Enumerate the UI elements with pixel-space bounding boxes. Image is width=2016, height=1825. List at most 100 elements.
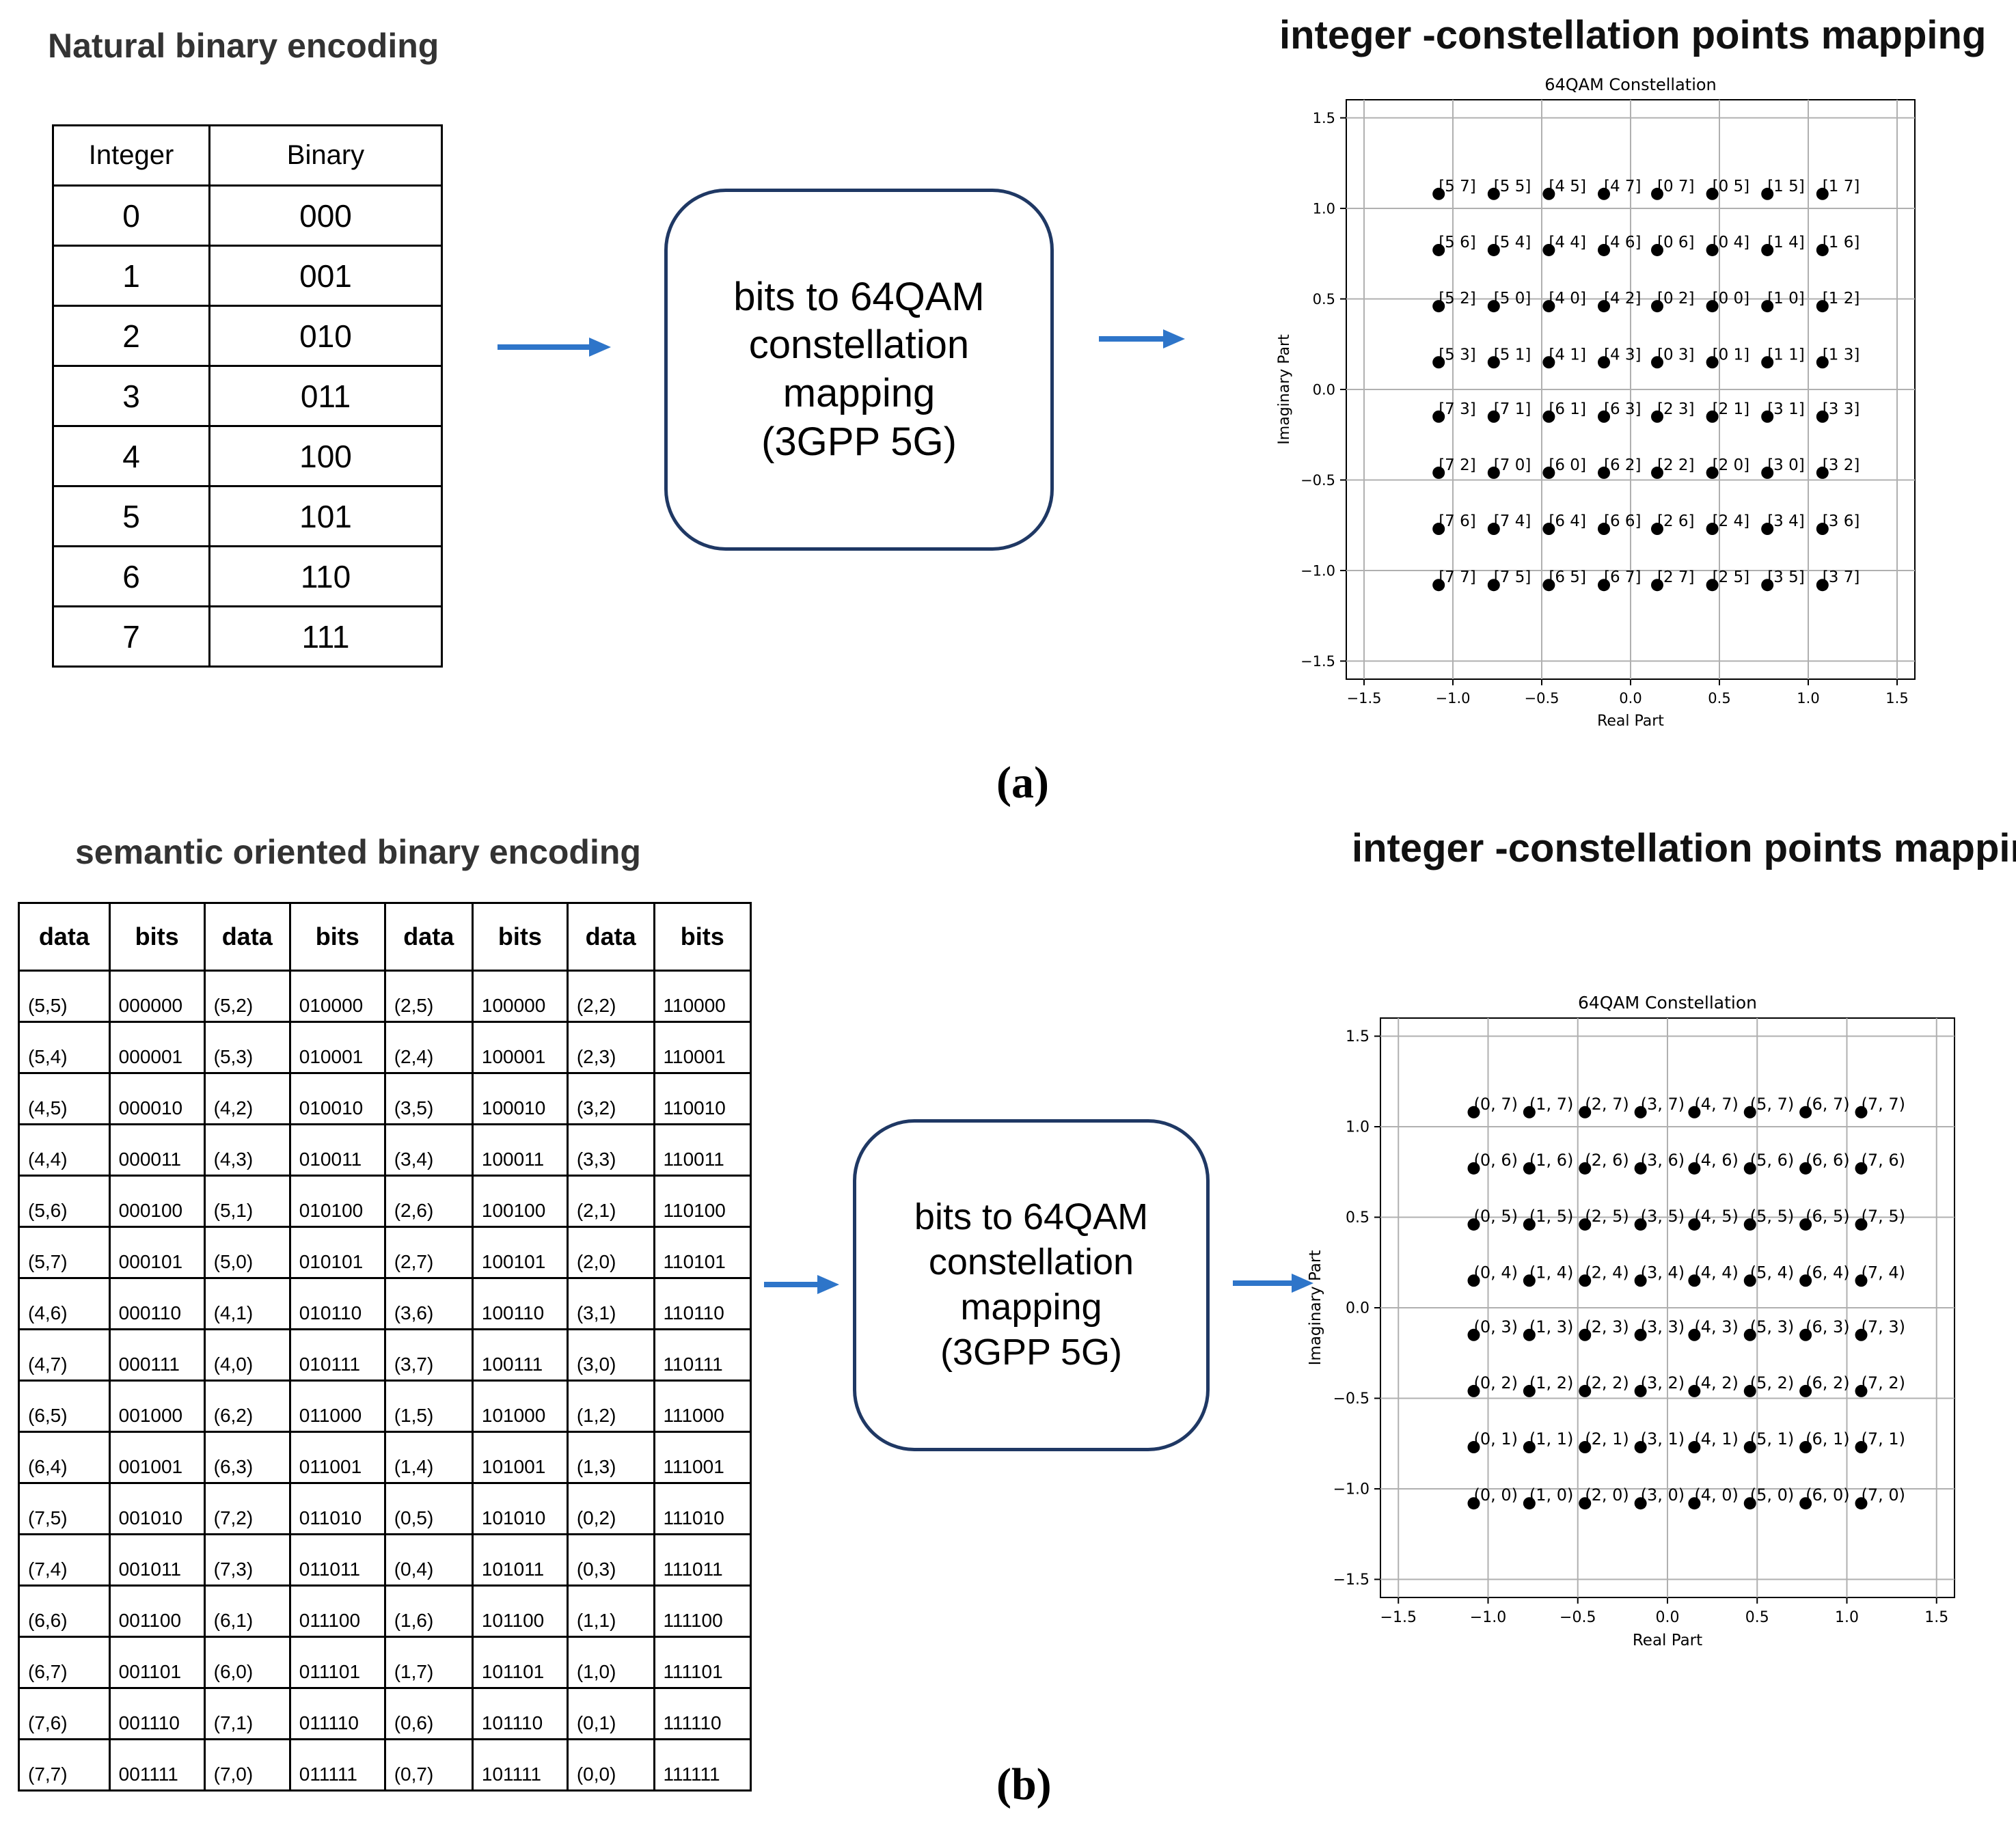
y-tick-label: −1.0 xyxy=(1333,1481,1370,1498)
point-label: (2, 2) xyxy=(1585,1373,1629,1392)
constellation-point xyxy=(1523,1162,1536,1175)
panel-a-right-heading: integer -constellation points mapping xyxy=(1279,13,1987,57)
table-cell: 010011 xyxy=(288,1123,386,1177)
constellation-point xyxy=(1688,1328,1701,1341)
constellation-point xyxy=(1523,1497,1536,1510)
point-label: (6, 4) xyxy=(1806,1263,1850,1282)
table-cell: 110101 xyxy=(653,1226,752,1279)
table-cell: (3,2) xyxy=(566,1072,655,1125)
point-label: [2 3] xyxy=(1657,400,1695,418)
point-label: (6, 3) xyxy=(1806,1317,1850,1336)
point-label: (2, 0) xyxy=(1585,1485,1629,1505)
panel-b-left-heading: semantic oriented binary encoding xyxy=(75,833,641,871)
constellation-point xyxy=(1688,1162,1701,1175)
constellation-point xyxy=(1523,1384,1536,1397)
y-tick-label: −1.5 xyxy=(1300,653,1335,670)
y-tick-label: 0.5 xyxy=(1313,291,1335,307)
point-label: (4, 4) xyxy=(1694,1263,1739,1282)
constellation-point xyxy=(1542,579,1555,592)
constellation-point xyxy=(1487,579,1500,592)
table-cell: (6,6) xyxy=(18,1584,111,1638)
table-header-cell: bits xyxy=(471,902,569,972)
constellation-point xyxy=(1706,466,1719,479)
constellation-point xyxy=(1706,523,1719,536)
point-label: (6, 1) xyxy=(1806,1429,1850,1449)
chart-title: 64QAM Constellation xyxy=(1544,75,1717,94)
point-label: [5 0] xyxy=(1494,290,1531,307)
table-row: (5,4)000001(5,3)010001(2,4)100001(2,3)11… xyxy=(18,1021,752,1074)
y-tick-label: 0.0 xyxy=(1313,381,1335,398)
point-label: (7, 5) xyxy=(1862,1207,1906,1226)
constellation-point xyxy=(1688,1384,1701,1397)
point-label: (1, 5) xyxy=(1529,1207,1574,1226)
table-row: (5,5)000000(5,2)010000(2,5)100000(2,2)11… xyxy=(18,970,752,1023)
constellation-point xyxy=(1432,579,1445,592)
constellation-point xyxy=(1542,356,1555,369)
point-label: [3 0] xyxy=(1767,456,1805,474)
panel-b-right-heading: integer -constellation points mapping xyxy=(1352,826,2016,870)
table-cell: (7,5) xyxy=(18,1482,111,1535)
table-cell: 100011 xyxy=(471,1123,569,1177)
table-cell: (5,5) xyxy=(18,970,111,1023)
constellation-point xyxy=(1743,1106,1756,1119)
table-cell: 011 xyxy=(208,365,443,427)
point-label: [4 3] xyxy=(1604,346,1642,363)
table-cell: 011111 xyxy=(288,1738,386,1792)
point-label: (4, 0) xyxy=(1694,1485,1739,1505)
y-tick-label: 1.5 xyxy=(1346,1028,1370,1045)
table-cell: 011011 xyxy=(288,1533,386,1587)
constellation-point xyxy=(1855,1274,1868,1287)
table-cell: 100111 xyxy=(471,1328,569,1382)
table-cell: (6,0) xyxy=(203,1636,291,1689)
constellation-point xyxy=(1743,1441,1756,1454)
panel-a-label: (a) xyxy=(996,758,1049,808)
table-cell: 110 xyxy=(208,545,443,607)
constellation-point xyxy=(1579,1218,1592,1231)
table-cell: (6,1) xyxy=(203,1584,291,1638)
point-label: [2 4] xyxy=(1713,512,1750,530)
table-cell: 111 xyxy=(208,605,443,668)
point-label: [0 6] xyxy=(1657,234,1695,251)
point-label: [7 7] xyxy=(1439,568,1476,586)
table-cell: (0,6) xyxy=(383,1687,474,1740)
point-label: (3, 1) xyxy=(1641,1429,1685,1449)
constellation-point xyxy=(1855,1441,1868,1454)
point-label: [4 5] xyxy=(1549,178,1586,195)
constellation-point xyxy=(1651,243,1663,256)
table-cell: 111100 xyxy=(653,1584,752,1638)
x-tick-label: −1.0 xyxy=(1436,690,1471,706)
constellation-point xyxy=(1542,300,1555,313)
constellation-point xyxy=(1523,1274,1536,1287)
table-cell: 111011 xyxy=(653,1533,752,1587)
table-cell: 110011 xyxy=(653,1123,752,1177)
table-header-cell: data xyxy=(203,902,291,972)
constellation-point xyxy=(1467,1384,1480,1397)
table-cell: 1 xyxy=(52,245,210,307)
point-label: [5 7] xyxy=(1439,178,1476,195)
table-cell: (2,3) xyxy=(566,1021,655,1074)
table-cell: 000101 xyxy=(108,1226,206,1279)
constellation-point xyxy=(1579,1441,1592,1454)
table-cell: (5,1) xyxy=(203,1175,291,1228)
point-label: [0 1] xyxy=(1713,346,1750,363)
table-cell: 001100 xyxy=(108,1584,206,1638)
table-cell: (1,1) xyxy=(566,1584,655,1638)
constellation-point xyxy=(1816,300,1829,313)
point-label: [5 6] xyxy=(1439,234,1476,251)
constellation-point xyxy=(1688,1497,1701,1510)
table-cell: (1,2) xyxy=(566,1380,655,1433)
table-cell: (1,3) xyxy=(566,1431,655,1484)
table-cell: 101001 xyxy=(471,1431,569,1484)
constellation-point xyxy=(1816,466,1829,479)
point-label: [5 2] xyxy=(1439,290,1476,307)
table-cell: (1,7) xyxy=(383,1636,474,1689)
point-label: (5, 5) xyxy=(1750,1207,1795,1226)
y-tick-label: −1.0 xyxy=(1300,562,1335,579)
constellation-point xyxy=(1743,1162,1756,1175)
table-cell: 001110 xyxy=(108,1687,206,1740)
point-label: [0 0] xyxy=(1713,290,1750,307)
